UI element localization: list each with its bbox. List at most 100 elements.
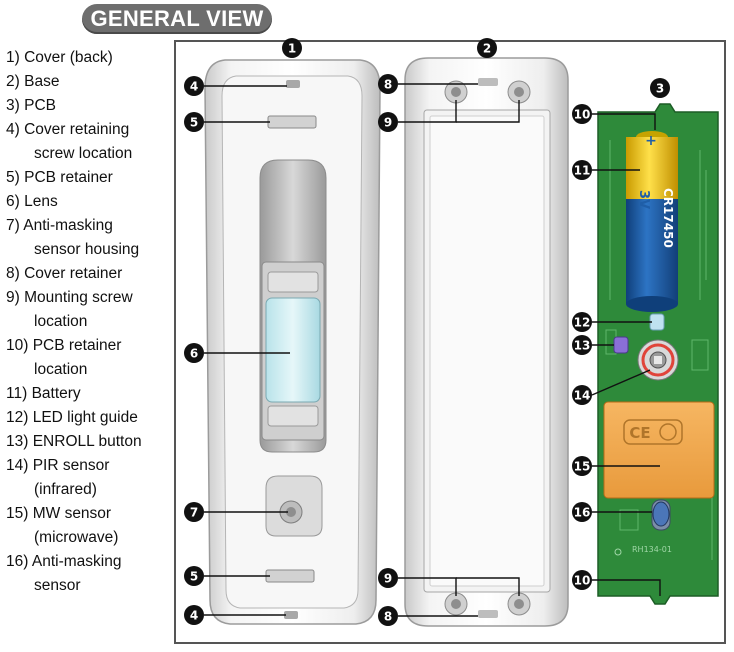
base [404, 57, 569, 627]
callout-number: 15 [574, 460, 591, 474]
legend-number: 15) [6, 505, 29, 522]
enroll-button[interactable] [613, 336, 629, 354]
legend-number: 9) [6, 289, 20, 306]
callout-number: 1 [288, 42, 296, 56]
callout-11: 11 [572, 160, 592, 180]
callout-15: 15 [572, 456, 592, 476]
callout-number: 4 [190, 609, 198, 623]
callout-number: 8 [384, 78, 392, 92]
legend-text: Anti-masking [31, 553, 122, 570]
legend-text: LED light guide [32, 409, 138, 426]
legend-text: PCB retainer [24, 169, 113, 186]
callout-number: 3 [656, 82, 664, 96]
legend-text: Battery [31, 385, 81, 402]
cover-screw-bottom [284, 611, 298, 619]
battery-label: CR17450 [661, 188, 675, 248]
legend-text: Mounting screw [24, 289, 133, 306]
callout-4: 4 [184, 76, 204, 96]
callout-5: 5 [184, 112, 204, 132]
callout-10: 10 [572, 104, 592, 124]
lens [265, 297, 321, 403]
callout-8: 8 [378, 606, 398, 626]
legend-text-continued: sensor [34, 577, 81, 594]
cover-retainer-top [478, 78, 498, 86]
legend-text-continued: location [34, 361, 88, 378]
legend-item: 13) ENROLL button [6, 430, 172, 454]
legend-number: 4) [6, 121, 20, 138]
leader-lines [204, 83, 661, 617]
callout-number: 5 [190, 570, 198, 584]
legend-number: 11) [6, 385, 28, 402]
pcb: + 3V CR17450 CE RH134-01 [597, 103, 719, 605]
callout-1: 1 [282, 38, 302, 58]
callout-number: 14 [574, 389, 591, 403]
legend-number: 2) [6, 73, 20, 90]
legend-number: 12) [6, 409, 29, 426]
legend-item: 4) Cover retaining screw location [6, 118, 172, 166]
legend-text: Anti-masking [23, 217, 113, 234]
legend-text-continued: screw location [34, 145, 133, 162]
battery: + 3V CR17450 [626, 131, 678, 312]
cover-retainer-bottom [478, 610, 498, 618]
callout-number: 10 [574, 574, 591, 588]
callout-3: 3 [650, 78, 670, 98]
legend-text: Base [24, 73, 60, 90]
callout-number: 13 [574, 339, 591, 353]
legend-item: 7) Anti-masking sensor housing [6, 214, 172, 262]
legend-number: 6) [6, 193, 20, 210]
callout-7: 7 [184, 502, 204, 522]
callout-number: 11 [574, 164, 591, 178]
legend-text: Cover retaining [24, 121, 130, 138]
legend-item: 5) PCB retainer [6, 166, 172, 190]
callout-6: 6 [184, 343, 204, 363]
legend-number: 10) [6, 337, 29, 354]
legend-text-continued: location [34, 313, 88, 330]
callout-14: 14 [572, 385, 592, 405]
mw-sensor [603, 401, 715, 499]
legend-text: Lens [24, 193, 58, 210]
callout-number: 6 [190, 347, 198, 361]
callout-13: 13 [572, 335, 592, 355]
legend-text: PCB [24, 97, 56, 114]
callout-number: 16 [574, 506, 591, 520]
callout-number: 8 [384, 610, 392, 624]
cover-back [204, 59, 381, 625]
legend-text-continued: sensor housing [34, 241, 140, 258]
battery-brand: 3V [636, 190, 651, 209]
svg-text:+: + [645, 133, 657, 149]
legend-number: 13) [6, 433, 29, 450]
legend-item: 14) PIR sensor(infrared) [6, 454, 172, 502]
legend-item: 9) Mounting screw location [6, 286, 172, 334]
legend-number: 8) [6, 265, 20, 282]
callout-9: 9 [378, 112, 398, 132]
legend-text: PIR sensor [32, 457, 110, 474]
legend-text: MW sensor [32, 505, 112, 522]
legend-number: 5) [6, 169, 20, 186]
legend-number: 14) [6, 457, 29, 474]
callout-12: 12 [572, 312, 592, 332]
callout-9: 9 [378, 568, 398, 588]
legend-number: 16) [6, 553, 29, 570]
callout-number: 7 [190, 506, 198, 520]
pcb-code: RH134-01 [632, 545, 672, 554]
legend-item: 8) Cover retainer [6, 262, 172, 286]
legend-item: 6) Lens [6, 190, 172, 214]
legend-number: 1) [6, 49, 20, 66]
legend-number: 7) [6, 217, 20, 234]
pcb-retainer-bottom [265, 569, 315, 583]
callout-number: 10 [574, 108, 591, 122]
callout-5: 5 [184, 566, 204, 586]
callout-number: 2 [483, 42, 491, 56]
callout-number: 9 [384, 116, 392, 130]
legend-item: 1) Cover (back) [6, 46, 172, 70]
svg-text:CE: CE [629, 424, 650, 442]
general-view-title: GENERAL VIEW [82, 4, 272, 34]
cover-screw-top [286, 80, 300, 88]
legend-item: 3) PCB [6, 94, 172, 118]
callout-number: 9 [384, 572, 392, 586]
callout-number: 5 [190, 116, 198, 130]
